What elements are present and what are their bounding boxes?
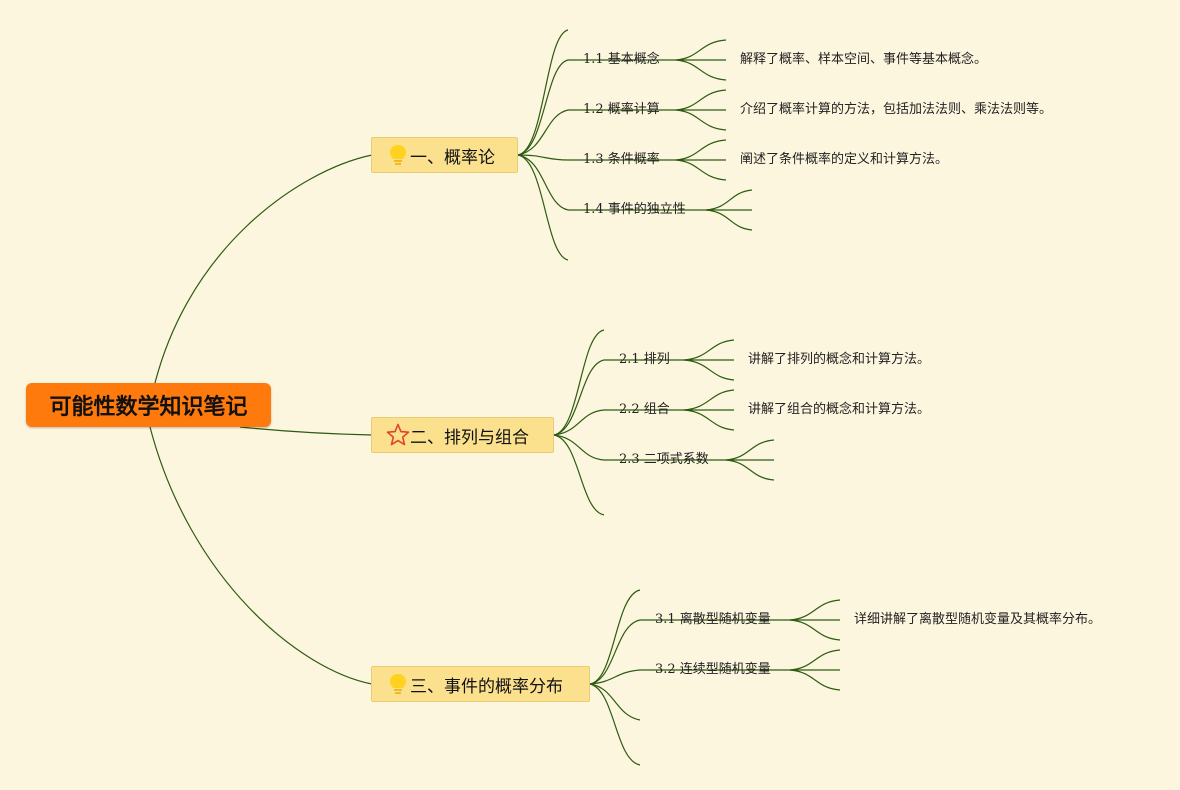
branch-1-fan-line <box>517 154 569 211</box>
branch-1-fan-line <box>517 59 569 156</box>
subtopic-2-2[interactable]: 2.2 组合 <box>619 402 670 417</box>
subtopic-2-1[interactable]: 2.1 排列 <box>619 352 670 367</box>
sub-fan-line <box>675 59 727 81</box>
branch-2-fan-line <box>553 409 605 436</box>
branch-3-fan-line <box>589 669 641 685</box>
subtopic-note[interactable]: 讲解了组合的概念和计算方法。 <box>748 402 931 417</box>
star-icon <box>386 423 410 447</box>
sub-fan-line <box>705 189 753 211</box>
branch-1-fan-line <box>517 109 569 156</box>
lightbulb-icon <box>386 672 410 696</box>
branch-2-fan-line <box>553 359 605 436</box>
subtopic-note[interactable]: 解释了概率、样本空间、事件等基本概念。 <box>740 52 988 67</box>
branch-3-fan-line <box>589 683 641 721</box>
sub-fan-line <box>683 359 735 381</box>
sub-fan-line <box>675 39 727 61</box>
sub-fan-line <box>725 439 775 461</box>
subtopic-2-3[interactable]: 2.3 二项式系数 <box>619 452 709 467</box>
subtopic-note[interactable]: 详细讲解了离散型随机变量及其概率分布。 <box>854 612 1102 627</box>
sub-fan-line <box>675 89 727 111</box>
root-to-branch-3-connector <box>149 426 373 685</box>
sub-fan-line <box>789 619 841 641</box>
subtopic-3-1[interactable]: 3.1 离散型随机变量 <box>655 612 771 627</box>
branch-topic-distribution[interactable]: 三、事件的概率分布 <box>371 666 590 702</box>
branch-2-fan-line <box>553 329 605 436</box>
branch-topic-label: 一、概率论 <box>410 147 495 168</box>
sub-fan-line <box>725 459 775 481</box>
lightbulb-icon <box>386 143 410 167</box>
branch-1-fan-line <box>517 29 569 156</box>
subtopic-note[interactable]: 阐述了条件概率的定义和计算方法。 <box>740 152 949 167</box>
subtopic-note[interactable]: 介绍了概率计算的方法，包括加法法则、乘法法则等。 <box>740 102 1053 117</box>
sub-fan-line <box>789 669 841 691</box>
sub-fan-line <box>789 649 841 671</box>
root-topic-label: 可能性数学知识笔记 <box>49 395 248 420</box>
sub-fan-line <box>675 139 727 161</box>
branch-topic-permutation[interactable]: 二、排列与组合 <box>371 417 554 453</box>
subtopic-1-2[interactable]: 1.2 概率计算 <box>583 102 660 117</box>
sub-fan-line <box>675 159 727 181</box>
subtopic-3-2[interactable]: 3.2 连续型随机变量 <box>655 662 771 677</box>
sub-fan-line <box>705 209 753 231</box>
branch-3-fan-line <box>589 619 641 685</box>
sub-fan-line <box>683 339 735 361</box>
root-to-branch-1-connector <box>149 154 373 406</box>
branch-topic-label: 三、事件的概率分布 <box>410 676 563 697</box>
branch-topic-probability[interactable]: 一、概率论 <box>371 137 518 173</box>
subtopic-1-1[interactable]: 1.1 基本概念 <box>583 52 660 67</box>
branch-1-fan-line <box>517 154 569 261</box>
root-topic[interactable]: 可能性数学知识笔记 <box>26 383 271 427</box>
branch-topic-label: 二、排列与组合 <box>410 427 529 448</box>
branch-3-fan-line <box>589 683 641 766</box>
sub-fan-line <box>683 409 735 431</box>
sub-fan-line <box>675 109 727 131</box>
sub-fan-line <box>789 599 841 621</box>
root-to-branch-2-connector <box>239 426 373 436</box>
subtopic-note[interactable]: 讲解了排列的概念和计算方法。 <box>748 352 931 367</box>
subtopic-1-4[interactable]: 1.4 事件的独立性 <box>583 202 686 217</box>
branch-2-fan-line <box>553 434 605 461</box>
branch-2-fan-line <box>553 434 605 516</box>
branch-1-fan-line <box>517 154 569 161</box>
sub-fan-line <box>683 389 735 411</box>
subtopic-1-3[interactable]: 1.3 条件概率 <box>583 152 660 167</box>
branch-3-fan-line <box>589 589 641 685</box>
